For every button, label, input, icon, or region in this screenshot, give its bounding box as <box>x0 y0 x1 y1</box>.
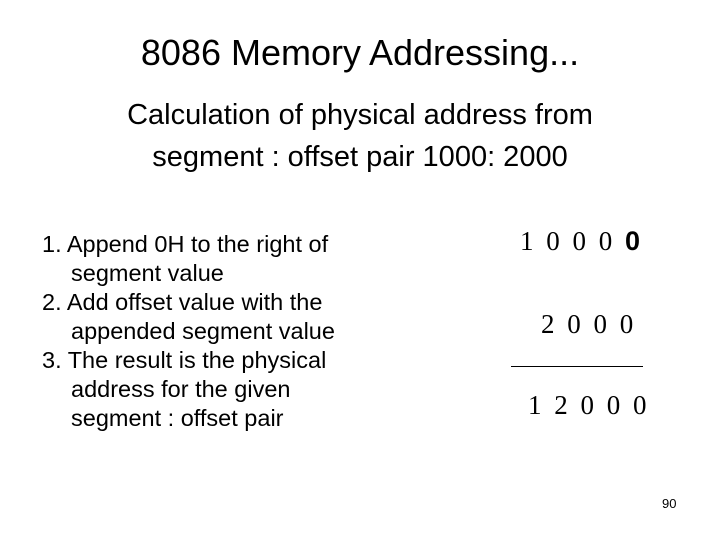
step-3-line-2: address for the given <box>71 376 291 402</box>
step-2-line-1: 2. Add offset value with the <box>42 289 323 315</box>
shifted-segment-value: 1 0 0 0 0 <box>520 226 640 256</box>
step-3-line-1: 3. The result is the physical <box>42 347 327 373</box>
offset-value: 2 0 0 0 <box>541 309 637 339</box>
segment-digits: 1 0 0 0 <box>520 226 616 256</box>
physical-address-result: 1 2 0 0 0 <box>528 390 650 420</box>
step-3-line-3: segment : offset pair <box>71 405 284 431</box>
step-1-line-2: segment value <box>71 260 224 286</box>
appended-zero: 0 <box>625 226 641 256</box>
steps-list: 1. Append 0H to the right of segment val… <box>42 230 422 433</box>
page-number: 90 <box>662 496 677 511</box>
subtitle-line-2: segment : offset pair 1000: 2000 <box>152 141 568 173</box>
step-2: 2. Add offset value with the appended se… <box>42 288 422 346</box>
step-1: 1. Append 0H to the right of segment val… <box>42 230 422 288</box>
sum-divider-line <box>511 366 643 367</box>
slide-title: 8086 Memory Addressing... <box>140 32 580 73</box>
step-2-line-2: appended segment value <box>71 318 335 344</box>
subtitle-line-1: Calculation of physical address from <box>127 99 593 131</box>
step-3: 3. The result is the physical address fo… <box>42 346 422 433</box>
step-1-line-1: 1. Append 0H to the right of <box>42 231 329 257</box>
